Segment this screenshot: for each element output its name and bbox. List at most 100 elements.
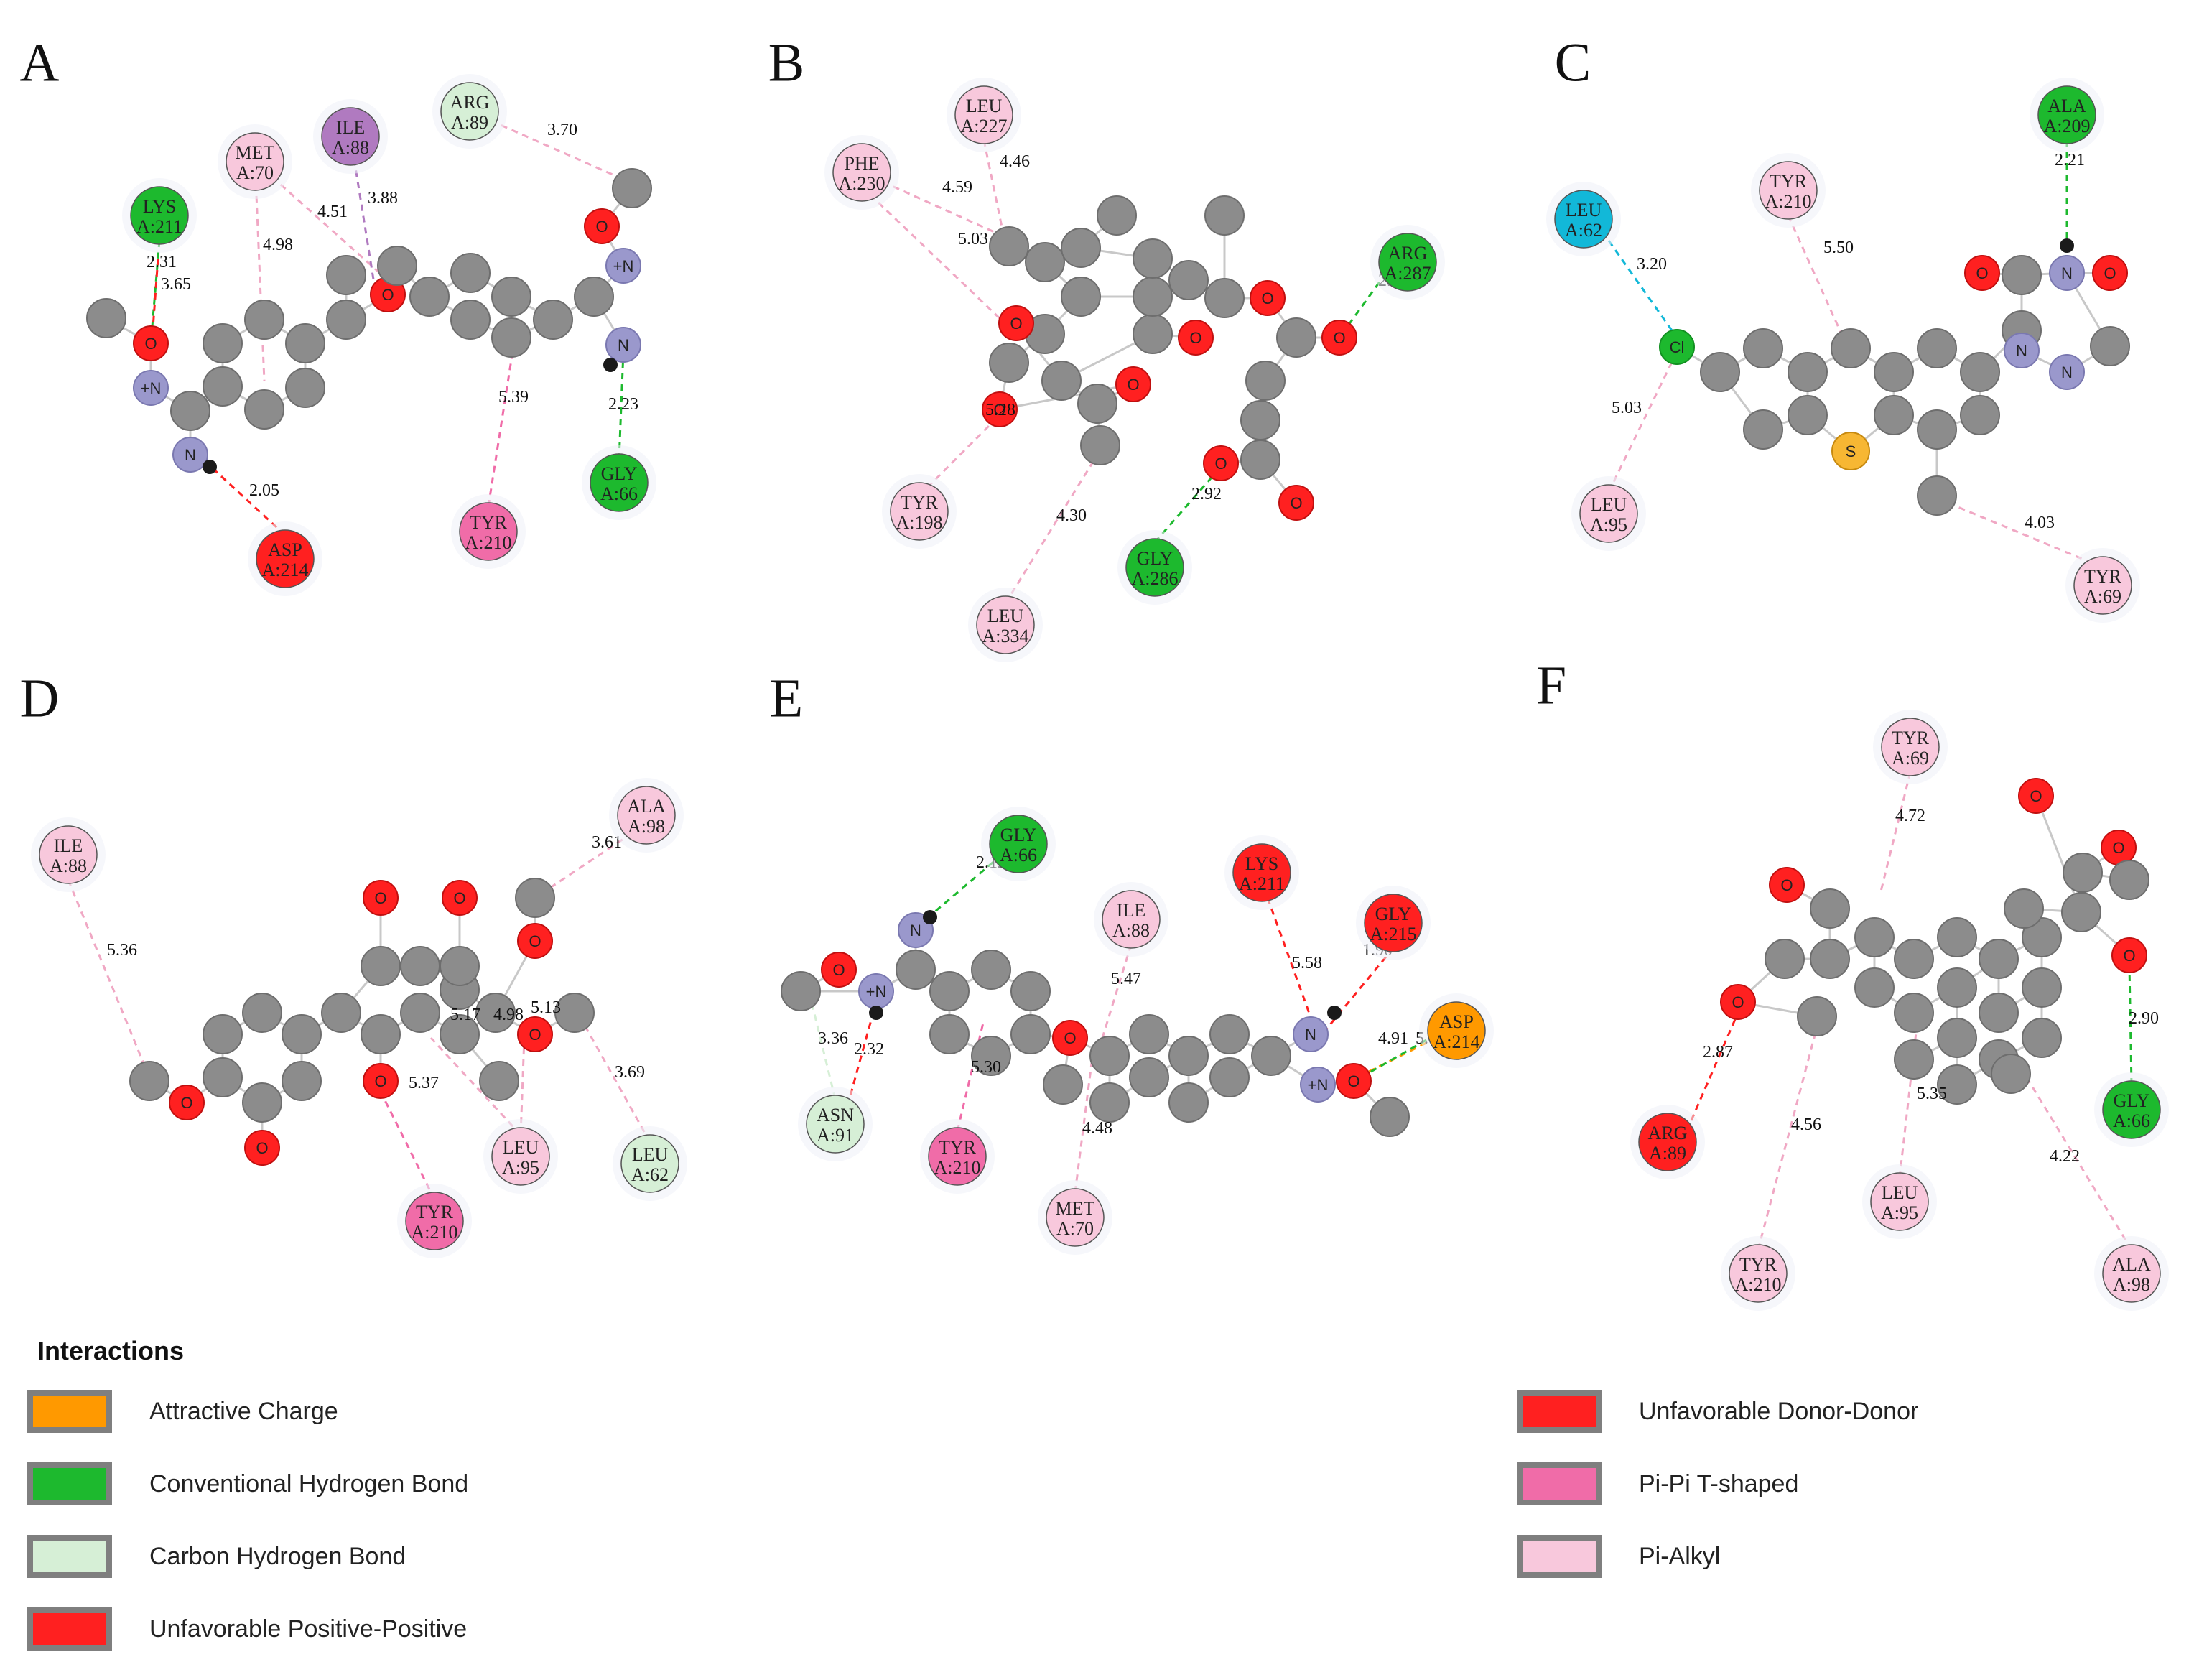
oxygen-atom [363,1063,399,1099]
carbon-atom [1854,917,1895,957]
carbon-atom [450,300,491,340]
panel-letter: B [768,32,805,93]
residue-name: ILE [1117,900,1145,921]
distance-label: 5.30 [971,1058,1001,1077]
distance-label: 5.35 [1917,1085,1947,1103]
atom-label: N [2061,363,2073,381]
interaction-line [2128,965,2133,1085]
carbon-atom [1874,395,1914,435]
atom-label: O [2104,264,2116,282]
residues: TYRA:69ARGA:89GLYA:66LEUA:95TYRA:210ALAA… [1630,710,2169,1311]
residue-circle [1881,718,1940,776]
distance-label: 5.58 [1292,954,1322,973]
chlorine-atom [1659,329,1695,365]
residue-name: LEU [987,605,1024,626]
hydrogen-atom [1327,1006,1342,1020]
residue-name: GLY [1137,548,1173,569]
residue-circle [620,1134,679,1193]
residue-id: A:214 [1433,1031,1480,1052]
residue-id: A:95 [502,1157,539,1178]
residue-name: GLY [1375,904,1412,924]
residue-id: A:211 [136,216,182,237]
residue-name: TYR [416,1202,454,1222]
carbon-atom [1061,228,1101,268]
interaction-line [1607,358,1675,493]
residue-circle [928,1127,987,1186]
hydrogen-atom [869,1006,883,1020]
distance-label: 3.69 [615,1063,645,1082]
distance-label: 5.39 [498,388,529,407]
oxygen-atom [1178,320,1214,356]
residue-id: A:69 [2084,586,2121,607]
interaction-line [810,1001,837,1100]
atom-label: O [1010,315,1022,333]
oxygen-atom [1321,320,1357,356]
carbon-atom [1979,939,2019,979]
carbon-atom [2063,853,2103,893]
residue-circle [832,143,891,202]
oxygen-atom [244,1130,280,1166]
carbon-atom [1010,1014,1051,1054]
atom-label: N [2016,342,2027,360]
residue-id: A:210 [1735,1274,1782,1295]
residue-circle [1378,233,1437,292]
carbon-atom [2061,892,2101,932]
carbon-atom [479,1061,519,1101]
residue-id: A:227 [961,116,1008,136]
interaction-line [1690,1012,1739,1121]
interaction-line [1153,466,1222,543]
residue-name: MET [1056,1198,1095,1219]
distance-label: 4.98 [493,1006,524,1024]
distance-label: 2.23 [608,395,638,414]
panel-b: BOOOOOOOO4.464.595.032.055.282.924.30PHE… [768,32,1445,662]
residue-id: A:88 [332,137,369,158]
oxygen-atom [982,391,1018,427]
carbon-atom [2004,888,2044,929]
interaction-line [1947,501,2104,569]
distance-label: 3.88 [368,189,398,208]
interaction-line [1074,1062,1093,1193]
oxygen-atom [1115,366,1151,402]
distance-label: 4.46 [1000,152,1030,171]
oxygen-atom [169,1085,205,1120]
oxygen-atom [2111,937,2147,973]
distance-label: 5.17 [450,1006,480,1024]
residue-circle [226,132,284,191]
carbon-atom [1041,361,1082,401]
carbon-atom [1245,361,1286,401]
residue-circle [321,107,380,166]
distance-label: 2.21 [2055,151,2085,170]
residue-circle [256,529,315,588]
residue-circle [1729,1244,1788,1303]
carbon-atom [1089,1082,1130,1123]
oxygen-atom [584,208,620,244]
residue-name: TYR [901,492,939,513]
carbon-atom [612,168,652,208]
atom-label: Cl [1670,338,1685,356]
carbon-atom [2022,1018,2062,1058]
carbon-atom [244,389,284,430]
nitrogen-atom [2049,255,2085,291]
residue-id: A:214 [262,560,309,580]
residue-id: A:62 [631,1164,669,1185]
atom-label: O [1780,876,1793,894]
interaction-line [1787,215,1847,344]
residue-id: A:70 [236,162,274,183]
residue-id: A:89 [1649,1143,1686,1164]
residue-name: ILE [336,117,365,138]
distance-label: 4.22 [2050,1147,2080,1166]
carbon-atom [1894,939,1934,979]
residue-id: A:287 [1385,263,1431,284]
